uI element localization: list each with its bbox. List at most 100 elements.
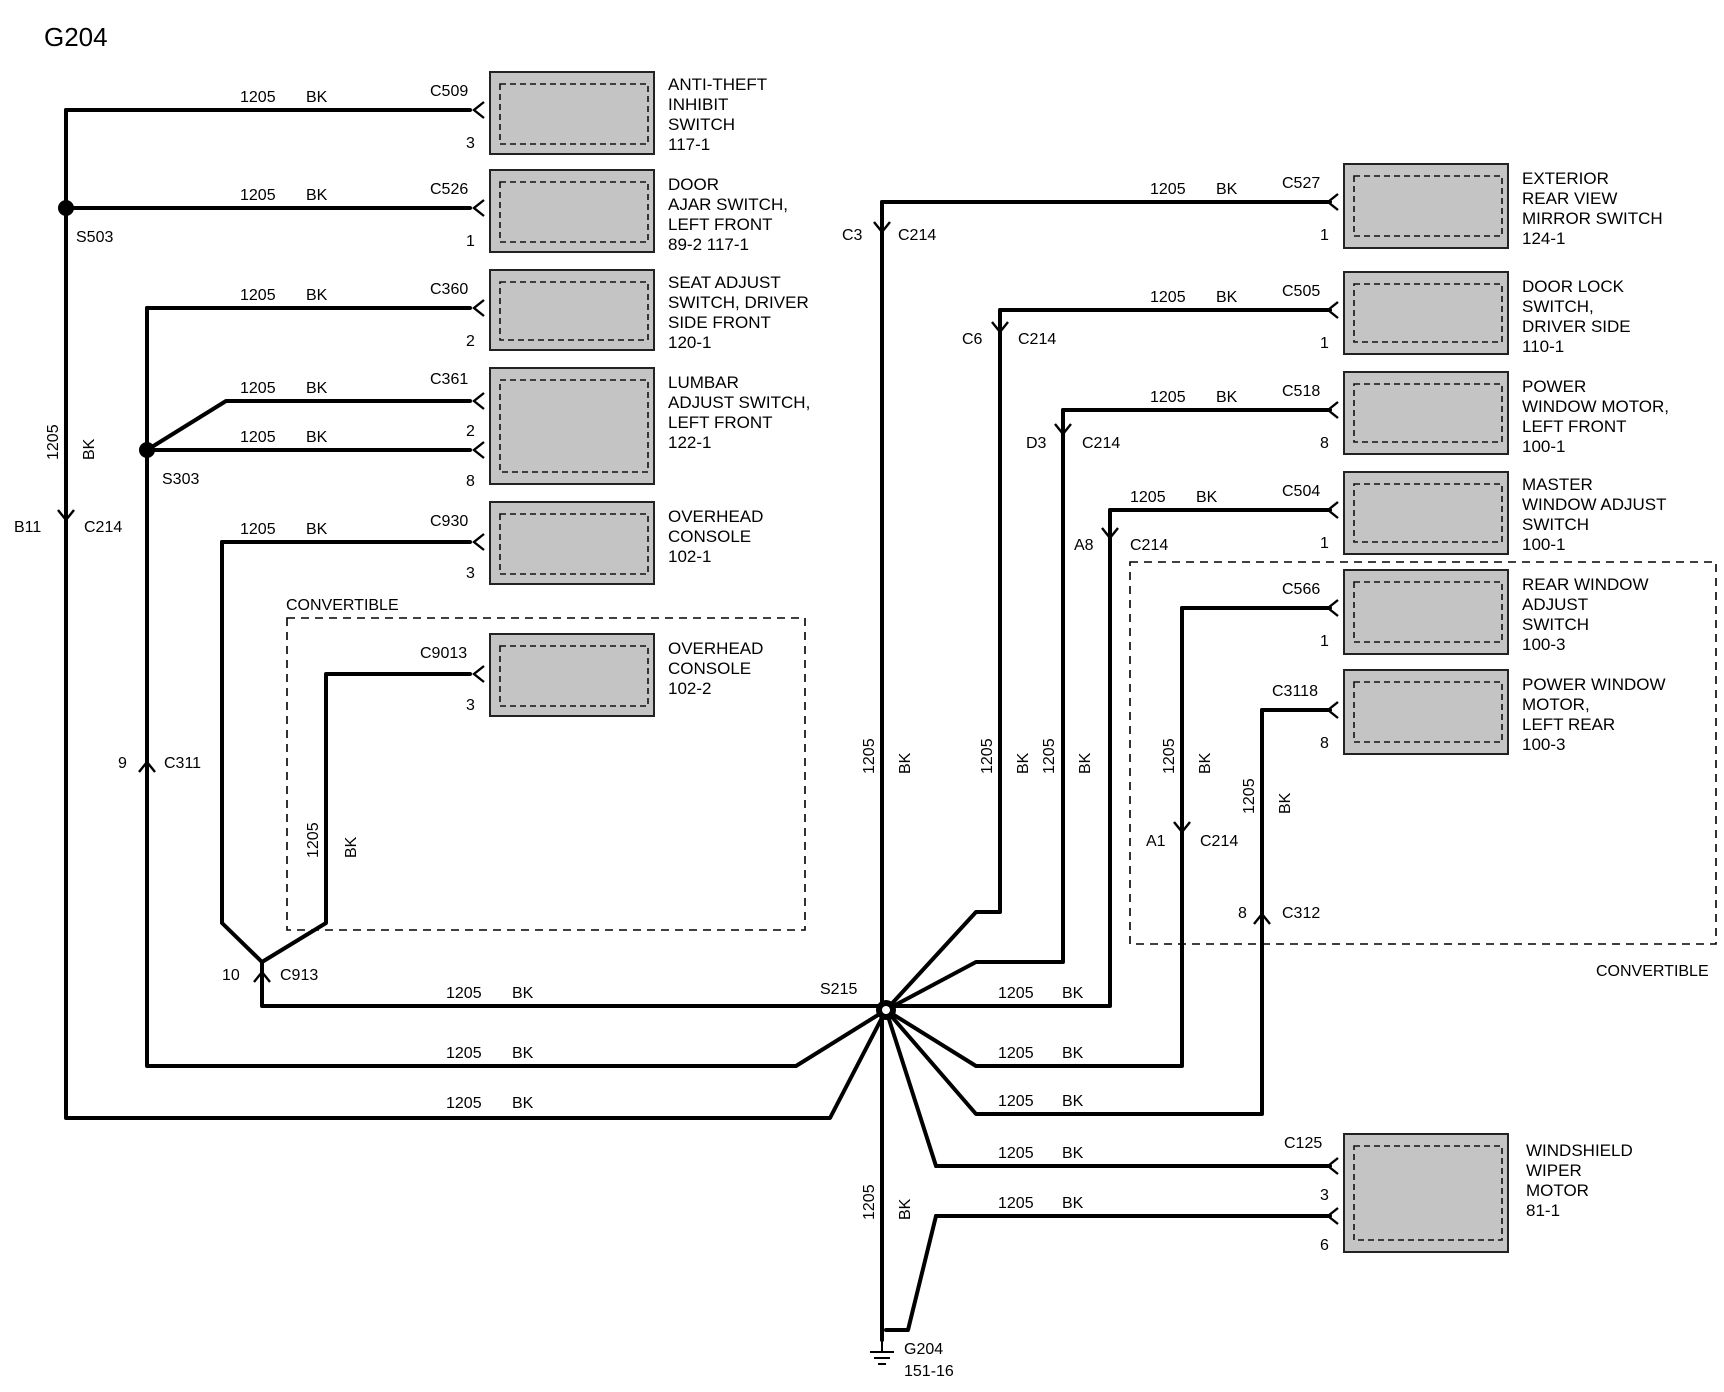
- component-pw-lf-box: [1343, 371, 1509, 455]
- desc-line: SWITCH,: [1522, 297, 1594, 316]
- inline-pin-a8: A8: [1074, 537, 1094, 554]
- conn-label: C566: [1282, 581, 1320, 598]
- wire-label-circuit: 1205: [240, 380, 276, 397]
- wire-label-circuit: 1205: [240, 521, 276, 538]
- convertible-label-right: CONVERTIBLE: [1596, 963, 1709, 980]
- wire-d3: [884, 408, 1065, 1012]
- wire-label-circuit: 1205: [1161, 738, 1178, 774]
- wire-label-color: BK: [1216, 289, 1238, 306]
- inline-connector-chevrons: [57, 221, 1271, 983]
- wire-label-circuit: 1205: [305, 822, 322, 858]
- svg-text:EXTERIOR REAR VIEW: EXTERIOR REAR VIEW MIRROR SWITCH 124-1: [1522, 169, 1667, 248]
- wire-labels: 1205 BK 1205 BK 1205 BK 1205 BK 1205 BK …: [45, 89, 1294, 1220]
- svg-text:POWER WINDOW MOTOR,: POWER WINDOW MOTOR, LEFT REAR 100-3: [1522, 675, 1670, 754]
- wire-label-color: BK: [1077, 752, 1094, 774]
- pin-label: 3: [466, 565, 475, 582]
- pin-label: 1: [1320, 335, 1329, 352]
- conn-label: C360: [430, 281, 468, 298]
- desc-line: LEFT FRONT: [1522, 417, 1626, 436]
- wire-label-circuit: 1205: [240, 429, 276, 446]
- pin-label: 8: [1320, 735, 1329, 752]
- desc-line: SWITCH: [1522, 615, 1589, 634]
- wire-c361-a: [145, 399, 472, 452]
- desc-line: MIRROR SWITCH: [1522, 209, 1663, 228]
- inline-pin-b11: B11: [14, 519, 41, 536]
- svg-text:MASTER WINDOW ADJUST: MASTER WINDOW ADJUST SWITCH 100-1: [1522, 475, 1671, 554]
- wire-label-color: BK: [1062, 1145, 1084, 1162]
- desc-line: SWITCH: [668, 115, 735, 134]
- inline-pin-d3: D3: [1026, 435, 1047, 452]
- desc-line: CONSOLE: [668, 527, 751, 546]
- desc-line: WINDSHIELD: [1526, 1141, 1633, 1160]
- desc-line: 100-1: [1522, 535, 1565, 554]
- wire-label-circuit: 1205: [45, 424, 62, 460]
- wire-label-circuit: 1205: [240, 89, 276, 106]
- wire-label-color: BK: [1015, 752, 1032, 774]
- desc-line: INHIBIT: [668, 95, 728, 114]
- component-connector-labels: C509 3 C526 1 C360 2 C361 2 8 C930 3 C90…: [420, 83, 1329, 1254]
- desc-line: ANTI-THEFT: [668, 75, 767, 94]
- inline-conn-b11: C214: [84, 519, 122, 536]
- conn-label: C930: [430, 513, 468, 530]
- desc-line: 102-2: [668, 679, 711, 698]
- inline-pin-c6: C6: [962, 331, 983, 348]
- pin-label: 2: [466, 423, 475, 440]
- component-pw-lr-box: [1343, 669, 1509, 755]
- component-lumbar-box: [489, 367, 655, 485]
- wire-label-circuit: 1205: [998, 1045, 1034, 1062]
- desc-line: 117-1: [668, 135, 710, 154]
- desc-line: REAR VIEW: [1522, 189, 1617, 208]
- wire-label-color: BK: [306, 429, 328, 446]
- desc-line: LUMBAR: [668, 373, 739, 392]
- convertible-zone-left: [286, 617, 806, 931]
- pin-label: 3: [466, 697, 475, 714]
- pin-label: 8: [466, 473, 475, 490]
- desc-line: POWER WINDOW: [1522, 675, 1666, 694]
- desc-line: SWITCH, DRIVER: [668, 293, 809, 312]
- wire-label-circuit: 1205: [1150, 289, 1186, 306]
- component-door-ajar-box: [489, 169, 655, 253]
- wire-label-color: BK: [1062, 1045, 1084, 1062]
- component-anti-theft-box: [489, 71, 655, 155]
- desc-line: WINDOW MOTOR,: [1522, 397, 1669, 416]
- wire-label-color: BK: [1062, 1195, 1084, 1212]
- desc-line: LEFT REAR: [1522, 715, 1615, 734]
- wire-a1: [884, 606, 1184, 1068]
- conn-label: C526: [430, 181, 468, 198]
- desc-line: 100-1: [1522, 437, 1565, 456]
- desc-line: SEAT ADJUST: [668, 273, 780, 292]
- wire-label-color: BK: [343, 836, 360, 858]
- pin-label: 1: [1320, 633, 1329, 650]
- inline-conn-c312: C312: [1282, 905, 1320, 922]
- desc-line: OVERHEAD: [668, 507, 763, 526]
- desc-line: LEFT FRONT: [668, 413, 772, 432]
- desc-line: 124-1: [1522, 229, 1565, 248]
- svg-text:ANTI-THEFT INHIBIT: ANTI-THEFT INHIBIT SWITCH 117-1: [668, 75, 772, 154]
- desc-line: 120-1: [668, 333, 711, 352]
- pin-label: 1: [1320, 535, 1329, 552]
- wire-label-color: BK: [1197, 752, 1214, 774]
- wire-label-color: BK: [306, 89, 328, 106]
- inline-conn-c6: C214: [1018, 331, 1056, 348]
- desc-line: 89-2 117-1: [668, 235, 749, 254]
- desc-line: DRIVER SIDE: [1522, 317, 1631, 336]
- inline-conn-d3: C214: [1082, 435, 1120, 452]
- wire-label-circuit: 1205: [1041, 738, 1058, 774]
- ground-name: G204: [904, 1341, 943, 1358]
- wire-label-circuit: 1205: [998, 1093, 1034, 1110]
- wire-label-color: BK: [1196, 489, 1218, 506]
- svg-text:REAR WINDOW ADJUST: REAR WINDOW ADJUST SWITCH 100-3: [1522, 575, 1653, 654]
- wire-label-color: BK: [897, 752, 914, 774]
- desc-line: 122-1: [668, 433, 711, 452]
- pin-label: 8: [1320, 435, 1329, 452]
- conn-label: C518: [1282, 383, 1320, 400]
- desc-line: 110-1: [1522, 337, 1564, 356]
- wire-a8: [884, 508, 1112, 1008]
- desc-line: 100-3: [1522, 635, 1565, 654]
- desc-line: LEFT FRONT: [668, 215, 772, 234]
- inline-pin-a1: A1: [1146, 833, 1166, 850]
- component-overhead-console-1-box: [489, 501, 655, 585]
- component-mirror-box: [1343, 163, 1509, 249]
- desc-line: ADJUST SWITCH,: [668, 393, 810, 412]
